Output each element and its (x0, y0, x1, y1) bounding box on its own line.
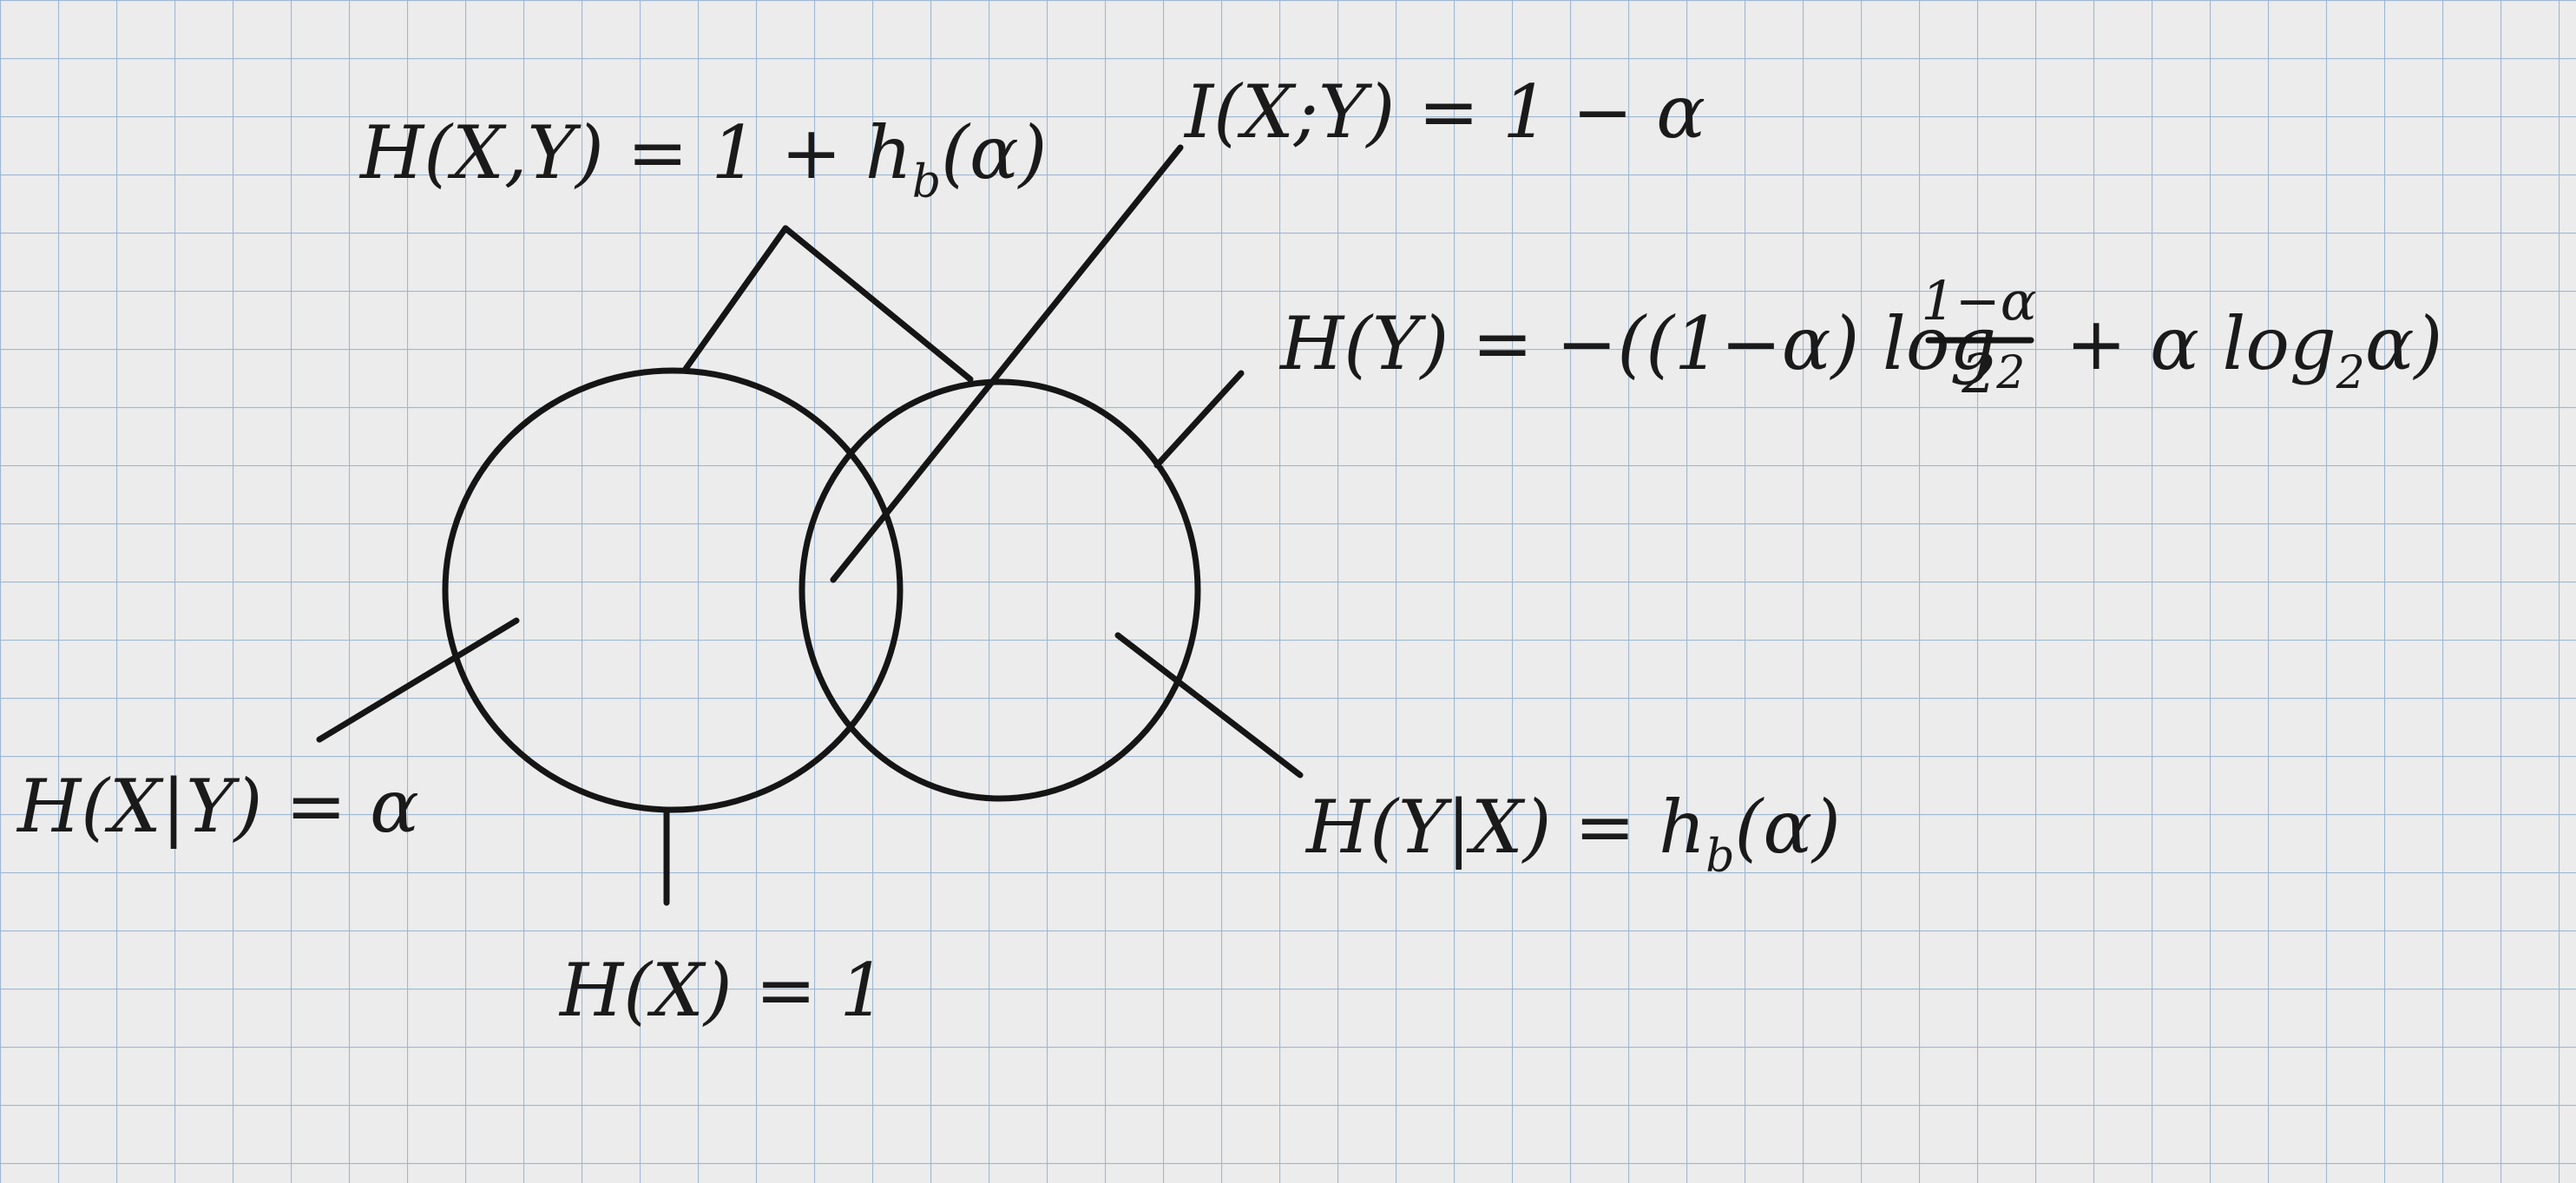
circle-x (442, 367, 904, 813)
entropy-y-fraction-denominator: 2 (1961, 342, 1995, 405)
cond-x-pointer (316, 617, 520, 743)
mutual-information-label: I(X;Y) = 1 − α (1183, 69, 1705, 154)
pointer-lines (316, 144, 1304, 906)
entropy-y-fraction-numerator: 1−α (1921, 269, 2036, 332)
cond-entropy-y-given-x-label: H(Y|X) = hb(α) (1304, 785, 1841, 883)
cond-y-pointer (1114, 632, 1304, 779)
joint-entropy-label: H(X,Y) = 1 + hb(α) (358, 110, 1047, 208)
joint-pointer (682, 225, 974, 383)
circle-y (798, 378, 1201, 802)
entropy-x-label: H(X) = 1 (558, 948, 886, 1033)
entropy-y-label: H(Y) = −((1−α) log2 (1278, 301, 2025, 399)
entropy-y-pointer (1153, 370, 1245, 469)
cond-entropy-x-given-y-label: H(X|Y) = α (16, 764, 419, 849)
mutual-pointer (830, 144, 1184, 583)
entropy-y-label-tail: + α log2α) (2066, 301, 2442, 399)
